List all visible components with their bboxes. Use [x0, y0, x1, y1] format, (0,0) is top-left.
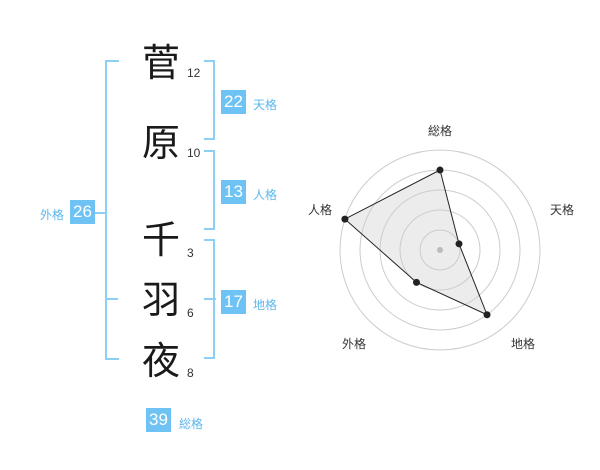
radar-label-gaikaku: 外格 [342, 337, 367, 351]
name-char-2: 原 [141, 121, 180, 165]
radar-label-jinkaku: 人格 [308, 203, 333, 217]
chikaku-value: 17 [221, 290, 246, 314]
chikaku-inner-tick [204, 298, 216, 300]
tenkaku-value: 22 [221, 90, 246, 114]
name-char-4: 羽 [141, 278, 180, 322]
radar-ring-5 [339, 149, 541, 351]
jinkaku-value: 13 [221, 180, 246, 204]
stroke-count-1: 12 [187, 66, 201, 80]
chikaku-label: 地格 [253, 298, 278, 312]
radar-point-5 [341, 215, 349, 223]
soukaku-label: 総格 [179, 417, 204, 431]
jinkaku-label: 人格 [253, 188, 278, 202]
gaikaku-inner-tick [106, 298, 118, 300]
stroke-count-2: 10 [187, 146, 201, 160]
radar-label-soukaku: 総格 [428, 124, 453, 138]
gaikaku-value: 26 [70, 200, 95, 224]
tenkaku-bracket [204, 60, 215, 140]
name-char-1: 菅 [141, 41, 180, 85]
stroke-count-5: 8 [187, 366, 194, 380]
radar-point-4 [412, 278, 420, 286]
radar-label-tenkaku: 天格 [550, 203, 575, 217]
name-char-3: 千 [141, 218, 180, 262]
soukaku-value: 39 [146, 408, 171, 432]
tenkaku-label: 天格 [253, 98, 278, 112]
gaikaku-bracket [105, 60, 119, 360]
gaikaku-label: 外格 [40, 208, 65, 222]
stroke-count-4: 6 [187, 306, 194, 320]
radar-area [344, 170, 488, 315]
radar-outline [344, 169, 488, 316]
gaikaku-bracket-tick [95, 212, 106, 214]
radar-point-2 [455, 240, 463, 248]
radar-label-chikaku: 地格 [511, 337, 536, 351]
radar-center [437, 247, 443, 253]
radar-point-1 [436, 166, 444, 174]
name-char-5: 夜 [141, 339, 180, 383]
radar-ring-2 [399, 209, 481, 291]
radar-ring-1 [419, 229, 461, 271]
radar-point-3 [483, 311, 491, 319]
stroke-count-3: 3 [187, 246, 194, 260]
jinkaku-bracket [204, 150, 215, 230]
